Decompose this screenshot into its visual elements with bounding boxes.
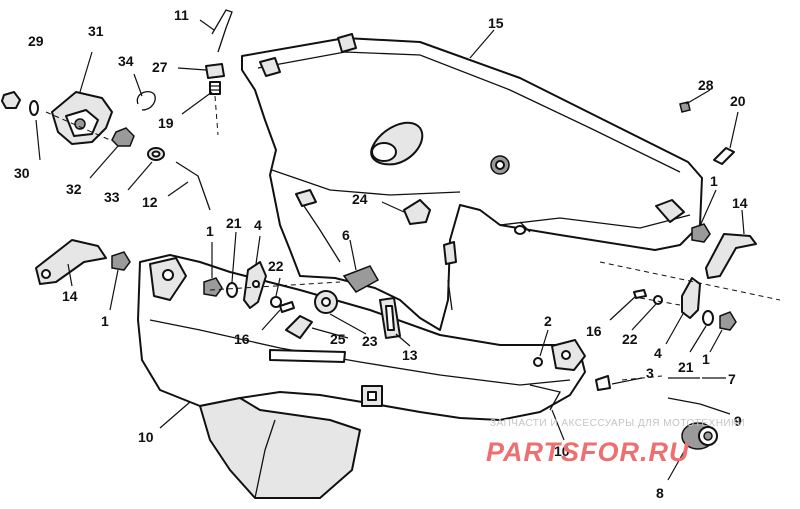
label-27: 27 (152, 59, 168, 75)
label-25: 25 (330, 331, 346, 347)
label-16-right: 16 (586, 323, 602, 339)
label-24: 24 (352, 191, 368, 207)
assembly-lines (45, 95, 781, 381)
label-14-right: 14 (732, 195, 748, 211)
label-19: 19 (158, 115, 174, 131)
label-8: 8 (656, 485, 664, 501)
label-31: 31 (88, 23, 104, 39)
label-33: 33 (104, 189, 120, 205)
part-labels: 29 30 31 32 33 34 11 27 19 12 15 28 20 1… (14, 7, 748, 501)
label-4-center: 4 (254, 217, 262, 233)
label-9: 9 (734, 413, 742, 429)
label-28: 28 (698, 77, 714, 93)
label-6: 6 (342, 227, 350, 243)
label-10-left: 10 (138, 429, 154, 445)
label-22-center: 22 (268, 258, 284, 274)
label-23: 23 (362, 333, 378, 349)
label-3: 3 (646, 365, 654, 381)
label-20: 20 (730, 93, 746, 109)
label-30: 30 (14, 165, 30, 181)
watermark-text: ЗАПЧАСТИ И АКСЕССУАРЫ ДЛЯ МОТОТЕХНИКИ (490, 418, 745, 429)
label-15: 15 (488, 15, 504, 31)
label-7: 7 (728, 371, 736, 387)
label-29: 29 (28, 33, 44, 49)
label-16-center: 16 (234, 331, 250, 347)
label-1-right-top: 1 (710, 173, 718, 189)
label-12: 12 (142, 194, 158, 210)
label-32: 32 (66, 181, 82, 197)
label-22-right: 22 (622, 331, 638, 347)
label-34: 34 (118, 53, 134, 69)
label-11: 11 (174, 7, 189, 23)
label-21-right: 21 (678, 359, 694, 375)
watermark-logo: PARTSFOR.RU (486, 437, 690, 467)
label-10-right: 10 (554, 443, 570, 459)
label-1-center: 1 (206, 223, 214, 239)
label-4-right: 4 (654, 345, 662, 361)
watermark: ЗАПЧАСТИ И АКСЕССУАРЫ ДЛЯ МОТОТЕХНИКИ PA… (486, 418, 745, 467)
label-1-right-bottom: 1 (702, 351, 710, 367)
label-13: 13 (402, 347, 418, 363)
label-1-left: 1 (101, 313, 109, 329)
label-2: 2 (544, 313, 552, 329)
label-14-left: 14 (62, 288, 78, 304)
upper-motor-cover (241, 33, 703, 331)
leader-lines (35, 19, 745, 481)
small-parts (1, 9, 757, 450)
label-21-center: 21 (226, 215, 242, 231)
